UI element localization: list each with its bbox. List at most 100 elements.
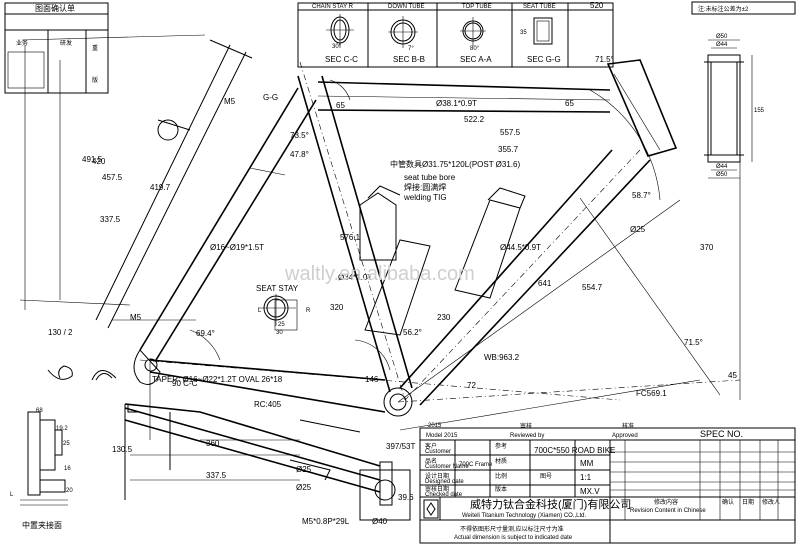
tb-approved: 核准	[622, 422, 634, 430]
spec-no: SPEC NO.	[700, 429, 743, 439]
tb-model-no: 700C*550 ROAD BIKE	[534, 446, 615, 455]
company-logo-icon	[426, 502, 436, 516]
dim-641: 641	[538, 279, 552, 288]
seat-note3: 焊接:圆满焊	[404, 182, 446, 192]
dim-34: Ø34*1.0T	[338, 273, 372, 282]
section-table: CHAIN STAY R DOWN TUBE TOP TUBE SEAT TUB…	[297, 1, 614, 68]
dim-4197: 419.7	[150, 183, 171, 192]
do-25: 25	[63, 441, 70, 447]
ss-R: R	[306, 308, 311, 314]
tb-scale-val: 1:1	[580, 473, 592, 482]
ht-d50: Ø50	[716, 34, 728, 40]
head-tube-detail: Ø50 Ø44 Ø44 Ø50 155	[704, 34, 765, 179]
do-caption: 中置夹接面	[22, 520, 62, 530]
tb-approved-en: Approved	[612, 433, 638, 439]
dim-360: 360	[206, 439, 220, 448]
tb-ref: 参考	[495, 442, 507, 450]
tb-customer-en: Customer	[425, 449, 451, 455]
tb-company-en: Weiteli Titanium Technology (Xiamen) CO.…	[462, 513, 586, 519]
dim-715c: 71.5°	[684, 338, 703, 347]
dim-3557: 355.7	[498, 145, 519, 154]
ht-d44: Ø44	[716, 42, 728, 48]
dim-445: Ø44.5*0.9T	[500, 243, 541, 252]
sec-angle-bb: 7°	[408, 46, 414, 52]
sec-angle-aa: 80°	[470, 46, 480, 52]
tb-reviewed: 审核	[520, 422, 532, 430]
tb-check-en: Checked date	[425, 492, 463, 498]
approval-rd: 研发	[60, 39, 72, 47]
dim-1305: 130.5	[112, 445, 133, 454]
sec-dim-gg: 35	[520, 30, 527, 36]
dim-587: 58.7°	[632, 191, 651, 200]
sec-label-bb: SEC B-B	[393, 55, 425, 64]
revision-grid	[610, 440, 795, 520]
tolerance-note: 注:未标注公差为±2	[698, 5, 749, 13]
dim-370: 370	[700, 243, 714, 252]
tb-product-val: 700C Frame	[459, 462, 493, 468]
tb-rev-en: Revision Content in Chinese	[630, 508, 706, 514]
do-L: L	[10, 492, 14, 498]
dim-16b: Ø16~Ø19*1.5T	[210, 243, 264, 252]
dim-65b: 65	[565, 99, 574, 108]
sec-title-chain: CHAIN STAY R	[312, 4, 354, 10]
dim-1302: 130 / 2	[48, 328, 73, 337]
seatstay-section: SEAT STAY L R 25 30	[256, 284, 311, 336]
seat-note2: seat tube bore	[404, 173, 456, 182]
dim-5761: 576.1	[340, 233, 361, 242]
dim-45: 45	[728, 371, 737, 380]
watermark: waltly.en.alibaba.com	[284, 263, 475, 285]
dim-735: 73.5°	[290, 131, 309, 140]
tb-draw-no: 图号	[540, 473, 552, 480]
dim-694: 69.4°	[196, 329, 215, 338]
dim-m5b: M5*0.8P*29L	[302, 517, 350, 526]
dim-3375: 337.5	[100, 215, 121, 224]
ht-d50b: Ø50	[716, 172, 728, 178]
do-16: 16	[64, 466, 71, 472]
dim-146: 146	[365, 375, 379, 384]
tb-scale: 比例	[495, 472, 507, 480]
tb-check: 审核日期	[425, 485, 449, 493]
ht-d44b: Ø44	[716, 164, 728, 170]
seat-stay-title: SEAT STAY	[256, 284, 299, 293]
dim-25: Ø25	[630, 225, 646, 234]
tb-customer: 客户	[425, 442, 437, 450]
tb-product: 品名	[425, 457, 437, 465]
sec-label-gg: SEC G-G	[527, 55, 561, 64]
tb-year: 2015	[428, 423, 442, 429]
tb-material-val: MM	[580, 459, 594, 468]
tb-rev-title: 修改内容	[654, 498, 678, 506]
sec-title-down: DOWN TUBE	[388, 4, 425, 10]
approval-title: 图面确认单	[35, 3, 75, 13]
tb-ver-val: MX.V	[580, 487, 600, 496]
dim-top-tube: Ø38.1*0.9T	[436, 99, 477, 108]
dim-fc: FC569.1	[636, 389, 667, 398]
dim-3375b: 337.5	[206, 471, 227, 480]
ss-25: 25	[278, 322, 285, 328]
tb-model: Model 2015	[426, 433, 458, 439]
dim-65a: 65	[336, 101, 345, 110]
ss-30: 30	[276, 330, 283, 336]
approval-plan: 版	[92, 76, 98, 84]
dim-40: Ø40	[372, 517, 388, 526]
approval-box: 图面确认单 业务 研发 重 版	[4, 2, 109, 94]
dim-478: 47.8°	[290, 150, 309, 159]
dim-320: 320	[330, 303, 344, 312]
dim-520: 520	[590, 1, 604, 10]
tb-rev-col3: 修改人	[762, 498, 780, 506]
sec-title-top: TOP TUBE	[462, 4, 492, 10]
dim-5222: 522.2	[464, 115, 485, 124]
tb-note2: Actual dimension is subject to indicated…	[454, 535, 573, 541]
ht-d155: 155	[754, 108, 765, 114]
ss-L: L	[258, 308, 262, 314]
sec-label-aa: SEC A-A	[460, 55, 492, 64]
sec-title-seat: SEAT TUBE	[523, 4, 556, 10]
dim-5547: 554.7	[582, 283, 603, 292]
sec-label-cc: SEC C-C	[325, 55, 358, 64]
dim-90: 90 C-C	[172, 379, 198, 388]
dim-M5b: M5	[130, 313, 142, 322]
dropout-detail: 19.2 25 16 20 68 L 中置夹接面	[10, 408, 73, 530]
tb-material: 材质	[495, 457, 507, 465]
tb-product-en: Customer Name	[425, 464, 469, 470]
dim-230: 230	[437, 313, 451, 322]
